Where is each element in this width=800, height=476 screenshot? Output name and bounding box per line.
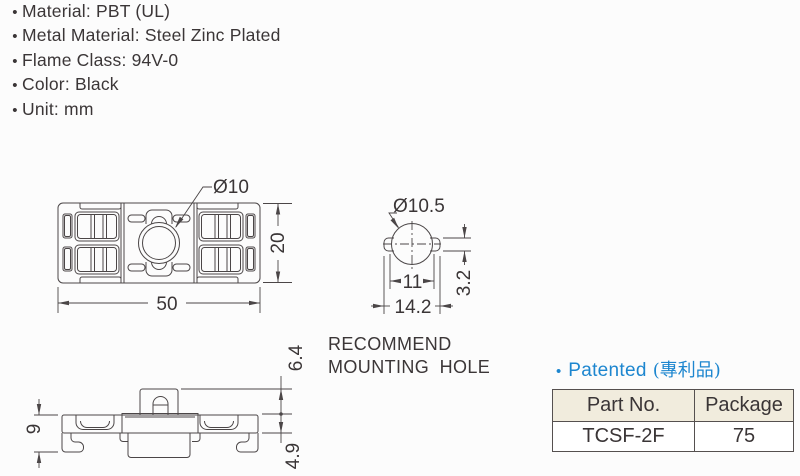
part-no-header: Part No. (552, 389, 695, 422)
dim-hole-diameter: Ø10.5 (393, 196, 445, 217)
patented-chinese-note: (專利品) (652, 360, 721, 381)
spec-text: Unit: mm (22, 98, 94, 119)
bullet-icon: • (12, 52, 18, 70)
part-table-header-row: Part No. Package (552, 389, 794, 422)
mounting-hole-drawing (383, 221, 441, 272)
top-view-drawing (57, 202, 261, 284)
package-cell: 75 (694, 421, 794, 452)
patented-label: Patented (568, 360, 647, 381)
side-view-drawing (61, 388, 259, 458)
side-view-dimensions: 9 6.4 4.9 (24, 344, 307, 469)
dim-top-height: 20 (268, 232, 289, 253)
part-no-cell: TCSF-2F (552, 421, 695, 452)
bullet-icon: • (12, 4, 18, 21)
spec-text: Metal Material: Steel Zinc Plated (22, 25, 281, 46)
part-table: Part No. Package TCSF-2F 75 (552, 389, 794, 452)
package-header: Package (694, 389, 794, 422)
dim-hole-notch-height: 3.2 (454, 270, 475, 296)
dim-top-hole-diameter: Ø10 (213, 177, 249, 198)
patented-note: • Patented (專利品) (556, 356, 721, 382)
bullet-icon: • (12, 101, 18, 119)
dim-hole-outer-width: 14.2 (395, 297, 432, 318)
top-view-dimensions: Ø10 20 50 (57, 177, 292, 315)
dim-side-foot-height: 4.9 (283, 443, 304, 469)
spec-text: Material: PBT (UL) (22, 1, 171, 21)
bullet-icon: • (556, 363, 562, 380)
bullet-icon: • (12, 77, 18, 95)
table-row: TCSF-2F 75 (552, 421, 794, 452)
mounting-hole-dimensions: Ø10.5 11 14.2 3.2 (371, 196, 475, 318)
bullet-icon: • (12, 28, 18, 46)
spec-line-flame-class: • Flame Class: 94V-0 (8, 50, 281, 74)
dim-side-pin-height: 6.4 (286, 344, 307, 371)
spec-line-material: • Material: PBT (UL) (8, 1, 281, 25)
dim-top-width: 50 (156, 294, 177, 315)
dim-side-body-height: 9 (24, 424, 45, 435)
spec-text: Flame Class: 94V-0 (22, 49, 179, 70)
spec-line-unit: • Unit: mm (8, 99, 281, 123)
mounting-hole-caption: RECOMMEND MOUNTING HOLE (328, 333, 490, 378)
spec-line-color: • Color: Black (8, 74, 281, 98)
spec-line-metal-material: • Metal Material: Steel Zinc Plated (8, 25, 281, 49)
caption-line-2: MOUNTING HOLE (328, 356, 491, 377)
spec-text: Color: Black (22, 74, 119, 95)
spec-list: • Material: PBT (UL) • Metal Material: S… (8, 1, 281, 123)
dim-hole-inner-width: 11 (403, 272, 423, 293)
caption-line-1: RECOMMEND (328, 334, 452, 354)
